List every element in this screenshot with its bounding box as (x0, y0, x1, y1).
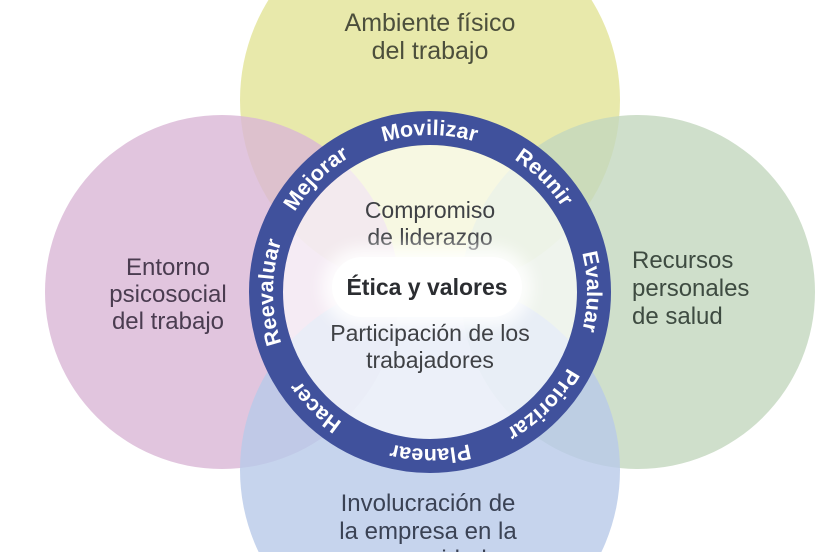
label-line: Ambiente físico (344, 9, 516, 37)
ring-word-evaluar: Evaluar (577, 249, 606, 335)
etica-valores-label: Ética y valores (346, 273, 508, 300)
label-line: del trabajo (111, 308, 225, 335)
ring-word-movilizar: Movilizar (379, 116, 481, 147)
ring-word-priorizar: Priorizar (503, 365, 584, 446)
label-line: Entorno (125, 254, 211, 281)
label-line: psicosocial (109, 281, 227, 308)
ring-word-hacer: Hacer (284, 377, 345, 438)
label-line: de salud (632, 303, 723, 330)
ring-word-planear: Planear (387, 439, 473, 468)
etica-valores-pill: Ética y valores (332, 257, 522, 317)
label-recursos-personales: Recursos personales de salud (632, 247, 822, 331)
center-line: trabajadores (366, 347, 494, 373)
label-ambiente-fisico: Ambiente físico del trabajo (280, 9, 580, 65)
label-line: la empresa en la (339, 518, 517, 545)
center-text-participacion-trabajadores: Participación de los trabajadores (300, 320, 560, 374)
center-line: de liderazgo (367, 224, 493, 250)
label-entorno-psicosocial: Entorno psicosocial del trabajo (48, 254, 288, 335)
label-line: Recursos (632, 247, 734, 274)
label-line: comunidad (268, 546, 588, 552)
label-line: personales (632, 275, 750, 302)
label-line: Involucración de (340, 490, 516, 517)
center-text-compromiso-liderazgo: Compromiso de liderazgo (312, 197, 548, 251)
center-line: Compromiso (364, 197, 496, 223)
center-line: Participación de los (330, 320, 530, 346)
label-line: del trabajo (371, 37, 489, 65)
label-involucracion-comunidad: Involucración de la empresa en la comuni… (268, 490, 588, 552)
